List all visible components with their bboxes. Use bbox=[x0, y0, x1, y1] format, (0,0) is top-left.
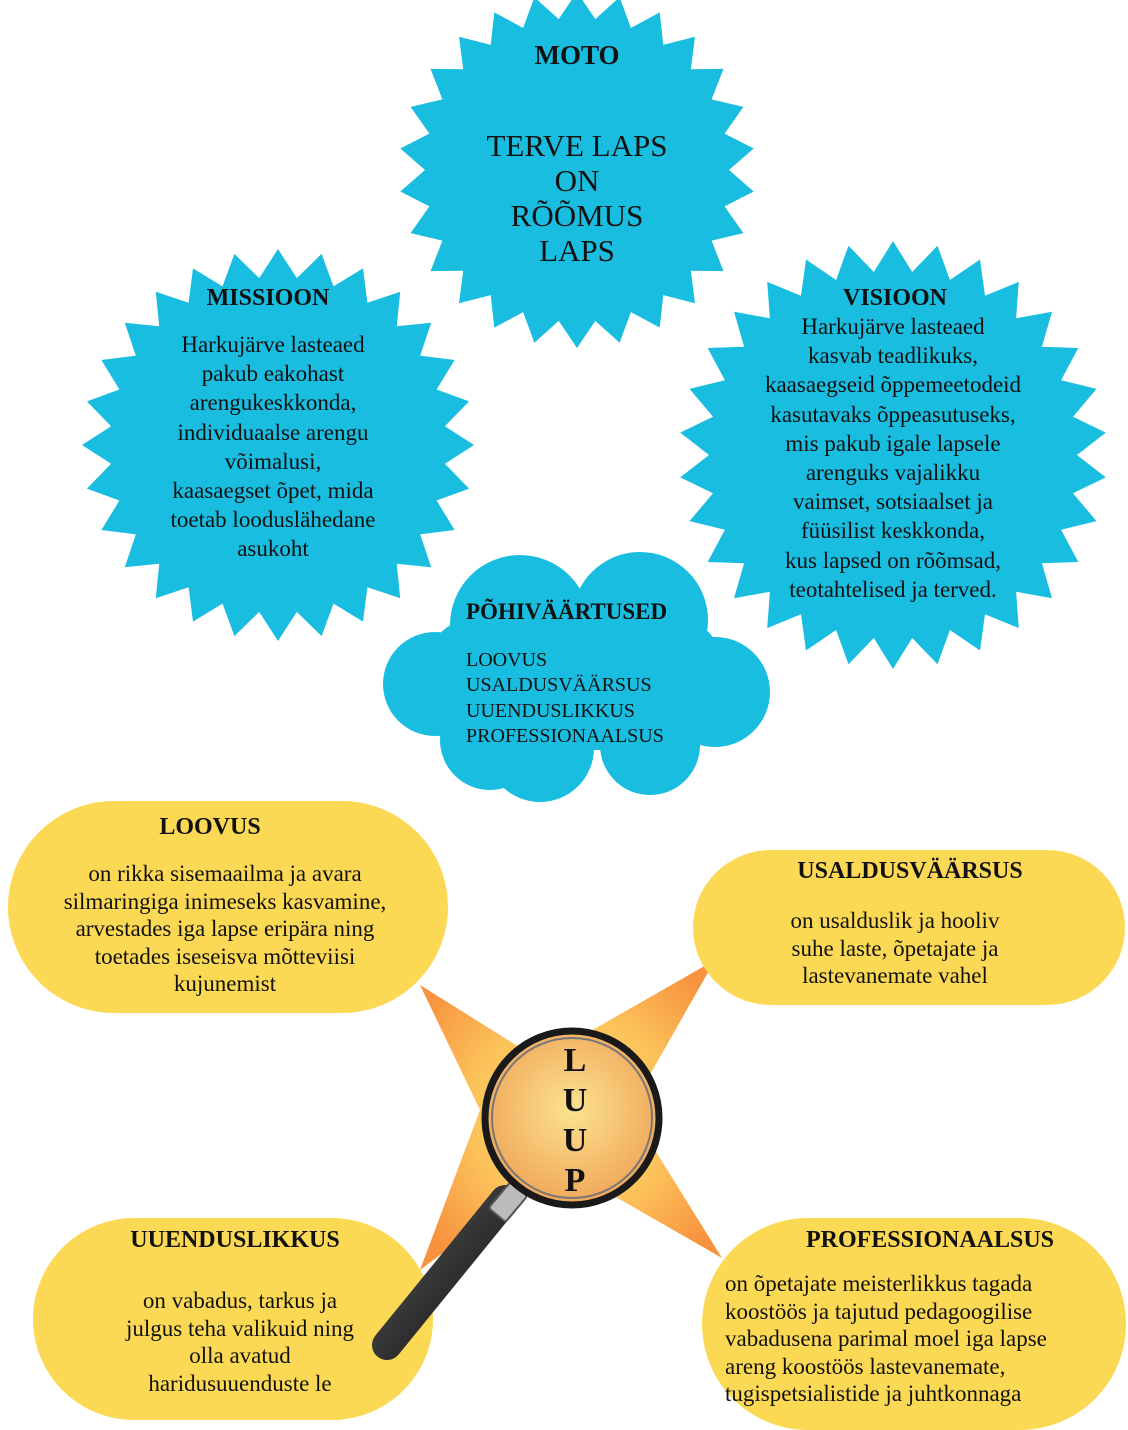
moto-line: TERVE LAPS bbox=[486, 128, 668, 163]
visioon-line: kus lapsed on rõõmsad, bbox=[785, 547, 1001, 573]
loovus-line: arvestades iga lapse eripära ning bbox=[75, 916, 375, 942]
loovus-line: on rikka sisemaailma ja avara bbox=[88, 861, 362, 886]
missioon-line: Harkujärve lasteaed bbox=[181, 332, 365, 357]
pohivaartused-cloud bbox=[383, 552, 770, 802]
missioon-line: arengukeskkonda, bbox=[189, 390, 357, 416]
missioon-line: toetab looduslähedane bbox=[170, 507, 376, 533]
visioon-title: VISIOON bbox=[842, 285, 948, 311]
professionaalsus-text: on õpetajate meisterlikkus tagada koostö… bbox=[725, 1270, 1115, 1408]
visioon-line: teotahtelised ja terved. bbox=[789, 576, 997, 602]
moto-title: MOTO bbox=[534, 40, 620, 70]
missioon-seal bbox=[82, 249, 474, 641]
luup-letter: U bbox=[562, 1122, 588, 1159]
moto-seal bbox=[400, 0, 754, 348]
professionaalsus-line: tugispetsialistide ja juhtkonnaga bbox=[725, 1381, 1022, 1407]
usaldusvaarsus-text: on usalduslik ja hooliv suhe laste, õpet… bbox=[745, 907, 1045, 990]
missioon-line: kaasaegset õpet, mida bbox=[172, 478, 374, 504]
magnifier-icon bbox=[372, 1027, 663, 1360]
professionaalsus-bubble bbox=[702, 1218, 1126, 1430]
luup-letter: U bbox=[562, 1082, 588, 1119]
moto-line: ON bbox=[554, 163, 600, 199]
uuenduslikkus-text: on vabadus, tarkus ja julgus teha valiku… bbox=[100, 1287, 380, 1397]
professionaalsus-line: areng koostöös lastevanemate, bbox=[725, 1353, 1006, 1379]
uuenduslikkus-bubble bbox=[33, 1218, 433, 1420]
missioon-line: asukoht bbox=[237, 536, 309, 562]
loovus-line: kujunemist bbox=[173, 971, 277, 997]
professionaalsus-line: koostöös ja tajutud pedagoogilise bbox=[725, 1298, 1033, 1324]
usaldusvaarsus-line: lastevanemate vahel bbox=[802, 963, 988, 989]
moto-line: RÕÕMUS bbox=[510, 198, 644, 234]
loovus-bubble bbox=[8, 801, 448, 1013]
missioon-text: Harkujärve lasteaed pakub eakohast areng… bbox=[118, 330, 428, 564]
visioon-line: kaasaegseid õppemeetodeid bbox=[764, 372, 1022, 398]
usaldusvaarsus-bubble bbox=[693, 850, 1125, 1005]
visioon-text: Harkujärve lasteaed kasvab teadlikuks, k… bbox=[718, 312, 1068, 604]
value-item: LOOVUS bbox=[466, 649, 548, 671]
missioon-title: MISSIOON bbox=[206, 285, 330, 311]
visioon-line: füüsilist keskkonda, bbox=[801, 518, 985, 544]
visioon-line: kasvab teadlikuks, bbox=[808, 343, 978, 369]
value-item: USALDUSVÄÄRSUS bbox=[466, 674, 652, 697]
loovus-line: silmaringiga inimeseks kasvamine, bbox=[63, 888, 387, 914]
uuenduslikkus-line: olla avatud bbox=[189, 1343, 291, 1369]
luup-label: L U U P bbox=[540, 1040, 610, 1200]
professionaalsus-line: vabadusena parimal moel iga lapse bbox=[725, 1326, 1047, 1352]
usaldusvaarsus-line: on usalduslik ja hooliv bbox=[790, 908, 1000, 933]
value-item: UUENDUSLIKKUS bbox=[466, 699, 635, 722]
missioon-line: pakub eakohast bbox=[201, 361, 345, 387]
uuenduslikkus-line: haridusuuenduste le bbox=[148, 1370, 332, 1396]
moto-line: LAPS bbox=[539, 233, 615, 269]
uuenduslikkus-line: on vabadus, tarkus ja bbox=[142, 1288, 338, 1313]
loovus-line: toetades iseseisva mõtteviisi bbox=[94, 943, 356, 969]
visioon-line: vaimset, sotsiaalset ja bbox=[793, 489, 993, 515]
loovus-text: on rikka sisemaailma ja avara silmaringi… bbox=[35, 860, 415, 998]
uuenduslikkus-title: UUENDUSLIKKUS bbox=[130, 1227, 340, 1253]
uuenduslikkus-line: julgus teha valikuid ning bbox=[125, 1315, 355, 1341]
visioon-seal bbox=[680, 241, 1106, 669]
visioon-line: kasutavaks õppeasutuseks, bbox=[770, 401, 1016, 427]
luup-letter: L bbox=[563, 1042, 587, 1079]
usaldusvaarsus-title: USALDUSVÄÄRSUS bbox=[797, 858, 1023, 884]
pohivaartused-list: LOOVUS USALDUSVÄÄRSUS UUENDUSLIKKUS PROF… bbox=[466, 648, 746, 750]
visioon-line: mis pakub igale lapsele bbox=[785, 430, 1001, 456]
professionaalsus-line: on õpetajate meisterlikkus tagada bbox=[725, 1271, 1033, 1296]
missioon-line: individuaalse arengu bbox=[177, 419, 369, 445]
moto-text: TERVE LAPS ON RÕÕMUS LAPS bbox=[447, 128, 707, 268]
value-item: PROFESSIONAALSUS bbox=[466, 725, 664, 748]
visioon-line: Harkujärve lasteaed bbox=[801, 314, 985, 339]
missioon-line: võimalusi, bbox=[224, 448, 322, 474]
pohivaartused-title: PÕHIVÄÄRTUSED bbox=[466, 599, 668, 624]
usaldusvaarsus-line: suhe laste, õpetajate ja bbox=[791, 935, 999, 961]
professionaalsus-title: PROFESSIONAALSUS bbox=[805, 1227, 1055, 1253]
luup-letter: P bbox=[564, 1162, 586, 1199]
loovus-title: LOOVUS bbox=[159, 814, 261, 840]
visioon-line: arenguks vajalikku bbox=[805, 460, 981, 486]
